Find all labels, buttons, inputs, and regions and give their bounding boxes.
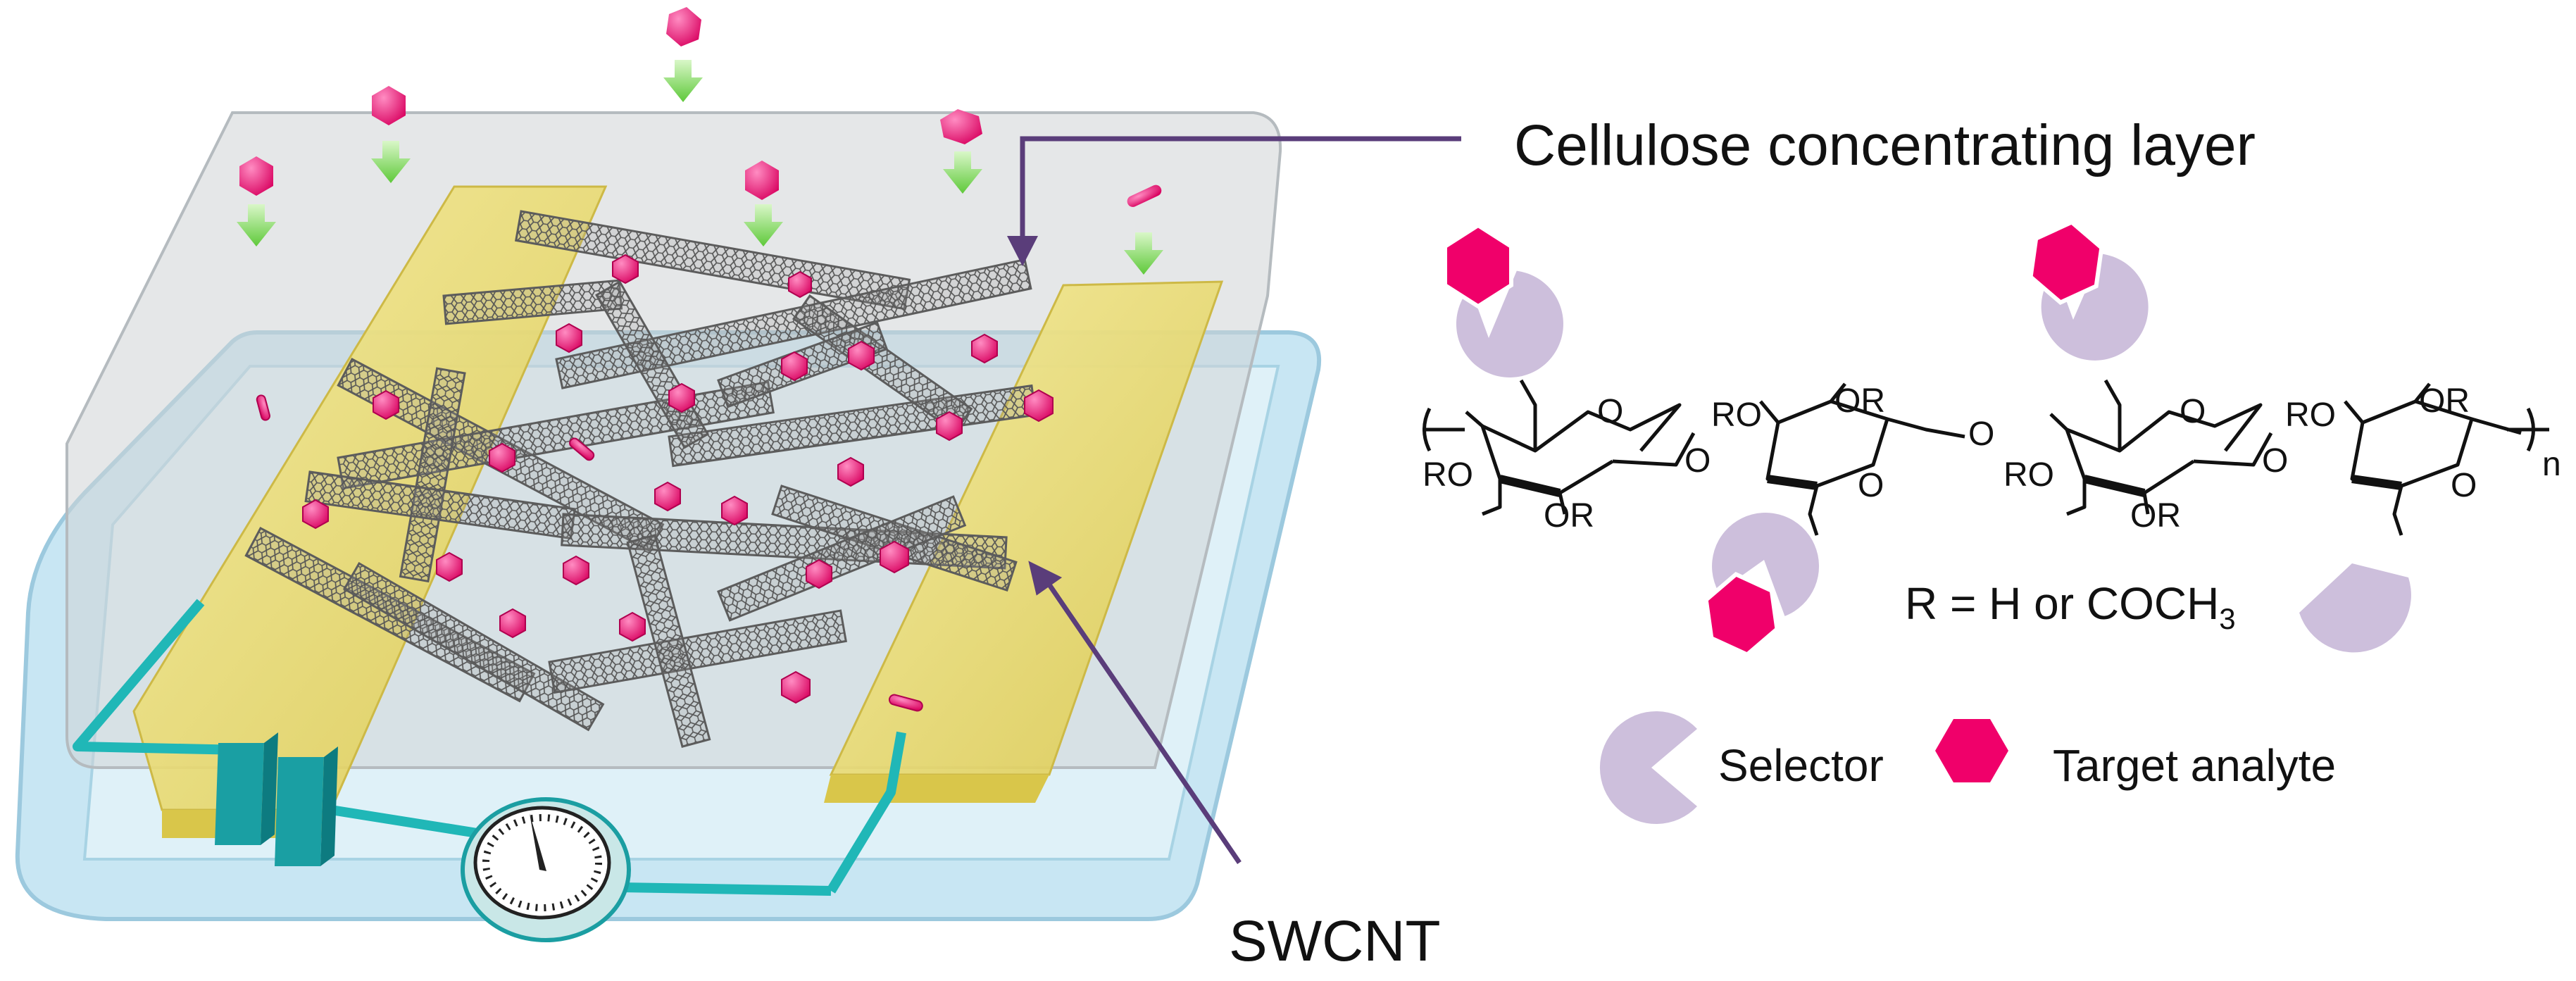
analyte-particle [880, 540, 909, 574]
analyte-particle [781, 351, 808, 382]
cellulose-layer-label: Cellulose concentrating layer [1514, 113, 2256, 177]
glycosidic-oxygen: O [1968, 415, 1994, 453]
cellulose-pointer-line [1020, 136, 1461, 239]
nanotube [555, 258, 1032, 389]
ring-oxygen: O [1858, 467, 1884, 504]
bound-analyte [1443, 223, 1513, 309]
or-label: OR [1544, 497, 1594, 535]
battery [215, 732, 338, 866]
nanotube [342, 561, 605, 732]
meter-needle [530, 813, 546, 871]
legend-analyte-label: Target analyte [2053, 740, 2337, 791]
r-group-text: R = H or COCH [1905, 578, 2220, 629]
analyte-arrow [1124, 185, 1163, 275]
analyte-particle [436, 551, 463, 582]
analyte-particle [1024, 389, 1053, 423]
nanotube [548, 609, 847, 694]
incoming-analytes [237, 7, 1163, 275]
analyte-particle [788, 270, 812, 299]
analyte-particle [499, 608, 526, 639]
ring-oxygen: O [2451, 467, 2477, 504]
wire-left [73, 599, 244, 755]
glycosidic-oxygen: O [1684, 442, 1711, 480]
analyte-particle [806, 558, 832, 589]
meter-gauge [461, 797, 631, 942]
r-group-subscript: 3 [2219, 601, 2236, 635]
analyte-particle [569, 437, 595, 461]
selector-shape [1712, 513, 1819, 616]
analyte-particle [971, 333, 998, 364]
analyte-particle [302, 499, 329, 530]
glycosidic-oxygen: O [2262, 442, 2288, 480]
ring-oxygen: O [1597, 393, 1623, 430]
ro-label: RO [2003, 456, 2054, 494]
ring-oxygen: O [2180, 393, 2206, 430]
analyte-particle [256, 394, 270, 421]
analyte-particle [721, 495, 748, 526]
ro-label: RO [1711, 396, 1762, 434]
analyte-particle [848, 340, 875, 371]
analyte-particle [489, 442, 515, 473]
swcnt-pointer-line [1042, 576, 1242, 864]
analyte-arrow [940, 109, 982, 194]
analyte-particle [654, 481, 681, 512]
selector-shape [1456, 270, 1563, 377]
or-label: OR [2419, 382, 2470, 420]
cellulose-structure: O RO OR O RO OR O O O RO OR O RO OR O n [1423, 220, 2561, 824]
analyte-particle [837, 456, 864, 487]
analyte-particle [668, 382, 695, 413]
nanotube [792, 294, 973, 434]
pointer-lines [1007, 136, 1461, 864]
swcnt-label: SWCNT [1229, 909, 1441, 973]
ro-label: RO [1423, 456, 1473, 494]
analyte-particle [888, 694, 923, 712]
selector-shape [2041, 254, 2149, 361]
sensor-device [15, 111, 1322, 942]
analyte-arrow [237, 156, 276, 246]
analyte-arrow [744, 161, 783, 246]
analyte-particle [781, 670, 811, 704]
bound-analyte [2028, 220, 2104, 305]
ro-label: RO [2285, 396, 2336, 434]
bound-analyte [1703, 572, 1780, 657]
analyte-particle [612, 254, 639, 285]
selector-shape [2299, 563, 2411, 653]
legend-analyte-icon [1935, 718, 2008, 783]
analyte-arrow [663, 7, 703, 102]
analyte-particle [556, 323, 582, 354]
legend-selector-icon [1599, 711, 1697, 824]
analyte-particle [936, 411, 963, 442]
repeat-n: n [2542, 446, 2561, 483]
analyte-arrow [371, 86, 411, 183]
analyte-particle [563, 555, 589, 586]
analyte-particle [373, 389, 399, 420]
adsorbed-analytes [256, 254, 1053, 712]
r-group-definition: R = H or COCH3 [1905, 577, 2236, 636]
or-label: OR [2130, 497, 2181, 535]
nanotube [626, 534, 711, 748]
wire-right [827, 731, 906, 894]
legend-selector-label: Selector [1718, 740, 1884, 791]
or-label: OR [1834, 382, 1885, 420]
nanotube [717, 495, 967, 622]
analyte-particle [619, 611, 646, 642]
nanotube [399, 367, 466, 583]
